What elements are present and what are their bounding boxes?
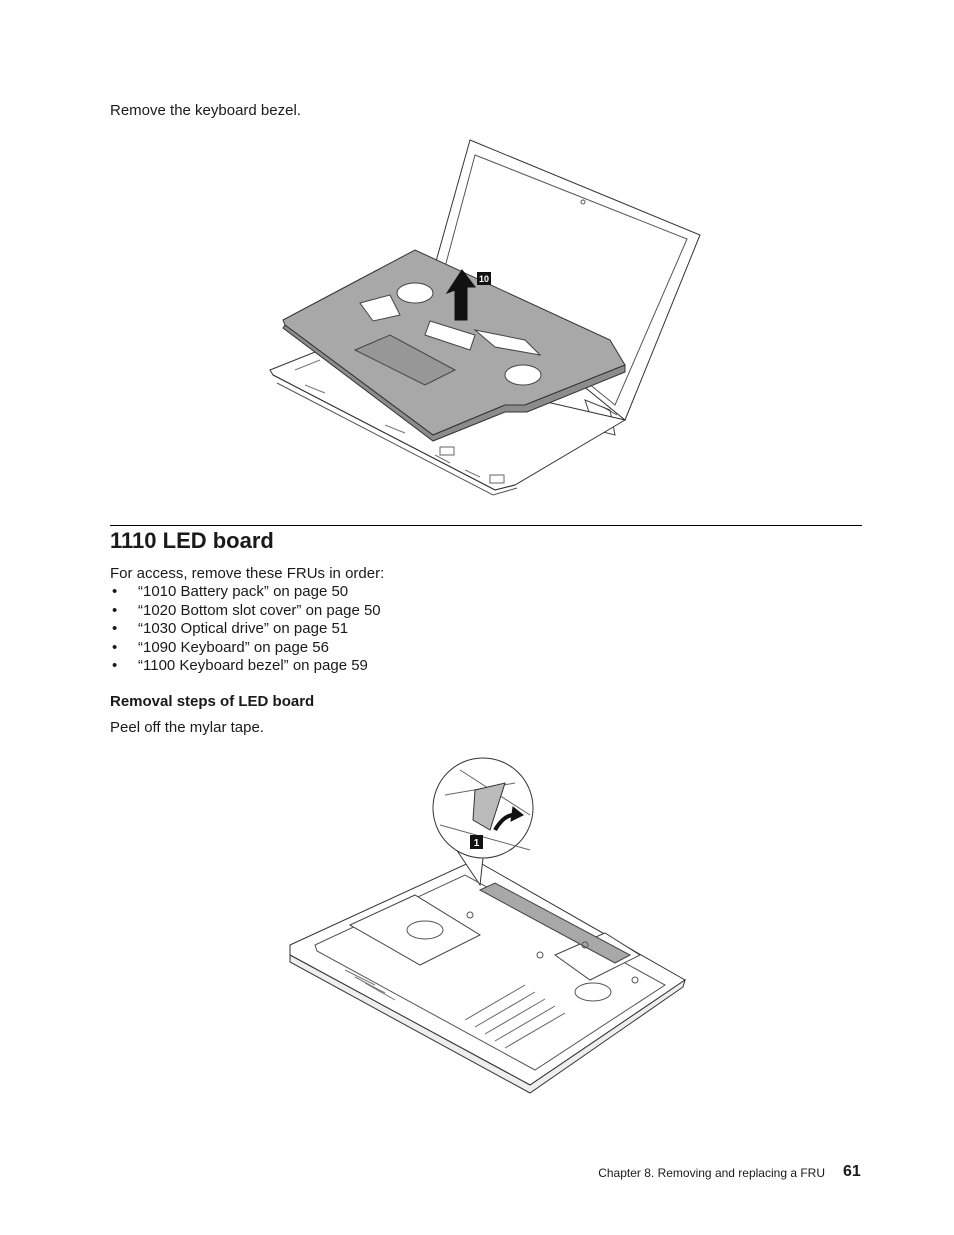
list-item[interactable]: •“1020 Bottom slot cover” on page 50	[112, 601, 381, 619]
list-item[interactable]: •“1100 Keyboard bezel” on page 59	[112, 657, 368, 674]
intro-text: Remove the keyboard bezel.	[110, 102, 301, 119]
list-item[interactable]: •“1090 Keyboard” on page 56	[112, 638, 329, 656]
removal-steps-title: Removal steps of LED board	[110, 693, 315, 710]
fru-link[interactable]: “1100 Keyboard bezel” on page 59	[138, 657, 368, 674]
lift-arrow-icon	[445, 269, 477, 321]
display-screen	[444, 154, 688, 406]
section-title: 1110 LED board	[110, 528, 274, 553]
section-divider	[110, 525, 862, 526]
callout-badge	[477, 272, 491, 285]
fru-link[interactable]: “1090 Keyboard” on page 56	[138, 638, 329, 656]
camera	[580, 199, 586, 205]
fru-list: •“1010 Battery pack” on page 50 •“1020 B…	[110, 583, 381, 676]
keyboard-bezel-removal-figure: 10	[269, 139, 701, 496]
list-item[interactable]: •“1010 Battery pack” on page 50	[112, 583, 349, 600]
mylar-tape-figure: 1	[289, 757, 686, 1094]
access-text: For access, remove these FRUs in order:	[110, 565, 385, 582]
step-text: Peel off the mylar tape.	[110, 719, 264, 736]
callout-label: 10	[479, 274, 489, 284]
list-item[interactable]: •“1030 Optical drive” on page 51	[112, 620, 349, 637]
tape-corner	[472, 782, 506, 831]
callout-badge	[470, 835, 483, 849]
touchpad	[353, 334, 457, 386]
footer-chapter: Chapter 8. Removing and replacing a FRU	[598, 1166, 825, 1180]
callout-label: 1	[474, 838, 480, 849]
fru-link[interactable]: “1020 Bottom slot cover” on page 50	[138, 601, 381, 619]
fru-link[interactable]: “1030 Optical drive” on page 51	[138, 620, 349, 637]
mylar-tape	[478, 882, 632, 964]
fru-link[interactable]: “1010 Battery pack” on page 50	[138, 583, 349, 600]
page-number: 61	[843, 1163, 861, 1180]
